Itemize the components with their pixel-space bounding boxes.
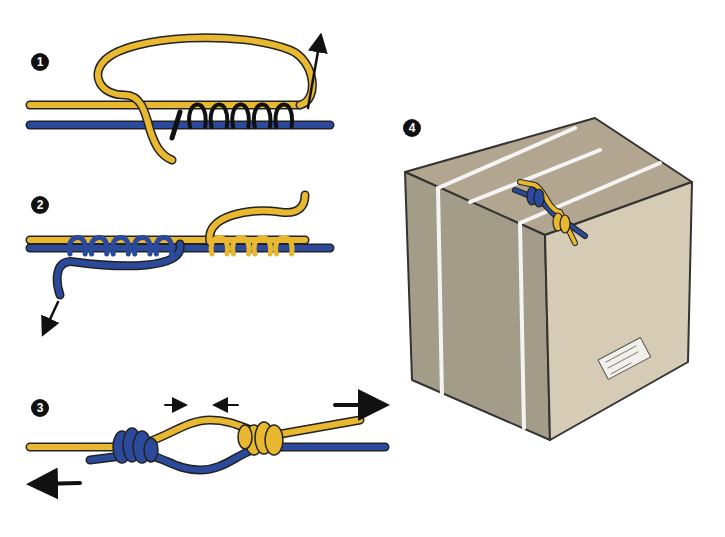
callout-number: 3	[31, 399, 49, 417]
step1-ropes	[30, 38, 330, 160]
callout-number: 1	[31, 53, 49, 71]
callout-number: 2	[31, 196, 49, 214]
step3-ropes	[30, 405, 385, 484]
parcel-knot	[515, 182, 585, 243]
callout-number: 4	[403, 119, 421, 137]
parcel-box	[405, 118, 692, 440]
parcel-string	[438, 128, 660, 428]
step2-ropes	[30, 195, 330, 330]
